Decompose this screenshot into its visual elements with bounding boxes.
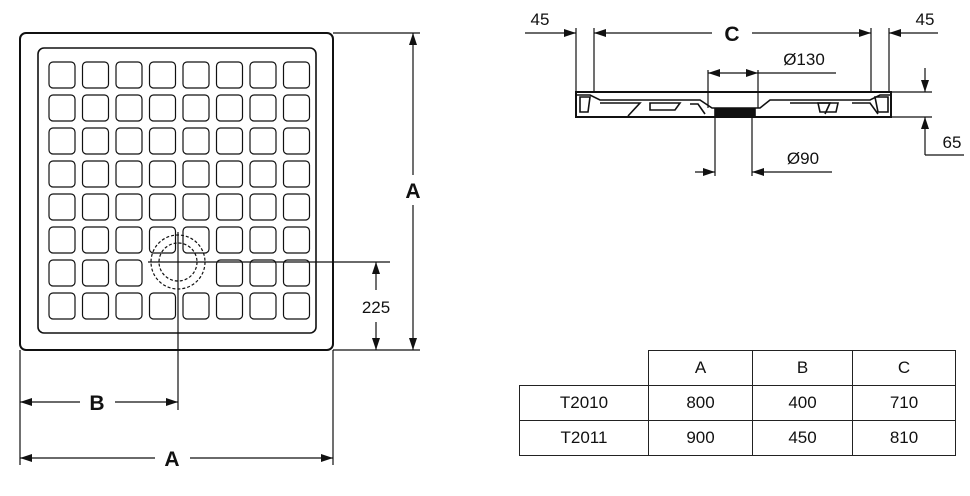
tile xyxy=(148,226,177,254)
label-a-right: A xyxy=(405,180,420,203)
tile xyxy=(215,226,244,254)
tile xyxy=(215,61,244,89)
tile xyxy=(249,292,277,320)
dimensions-table: A B C T2010 800 400 710 T2011 900 450 81… xyxy=(519,350,956,456)
table-cell: 400 xyxy=(752,385,853,421)
tile xyxy=(48,94,76,122)
tile xyxy=(115,127,143,155)
label-c: C xyxy=(724,23,739,46)
tile xyxy=(215,127,244,155)
tile xyxy=(115,61,143,89)
label-d130: Ø130 xyxy=(783,50,825,69)
tile xyxy=(48,193,76,221)
tile xyxy=(182,292,210,320)
table-cell: 800 xyxy=(648,385,753,421)
tile xyxy=(182,94,210,122)
table-header-cell: A xyxy=(648,350,753,386)
tile xyxy=(182,61,210,89)
tile xyxy=(282,94,311,122)
table-cell: T2011 xyxy=(519,420,649,456)
tile xyxy=(215,160,244,188)
tile xyxy=(282,61,311,89)
table-cell: 810 xyxy=(852,420,956,456)
tile xyxy=(249,226,277,254)
tile xyxy=(81,259,110,287)
tile xyxy=(115,259,143,287)
tile xyxy=(282,226,311,254)
tile xyxy=(81,226,110,254)
tile xyxy=(249,193,277,221)
tile xyxy=(148,94,177,122)
table-header-cell xyxy=(519,350,649,386)
table-cell: 900 xyxy=(648,420,753,456)
label-a-bottom: A xyxy=(164,448,179,471)
tile xyxy=(249,94,277,122)
tile xyxy=(282,193,311,221)
table-cell: T2010 xyxy=(519,385,649,421)
tile xyxy=(148,127,177,155)
tile xyxy=(48,259,76,287)
tile xyxy=(282,160,311,188)
tile xyxy=(48,127,76,155)
tile xyxy=(115,226,143,254)
tile xyxy=(48,292,76,320)
tile xyxy=(215,193,244,221)
tile xyxy=(115,193,143,221)
tile xyxy=(249,259,277,287)
tile xyxy=(182,127,210,155)
table-row: T2010 800 400 710 xyxy=(519,385,956,421)
tray-inner-basin xyxy=(37,47,317,334)
tile xyxy=(81,193,110,221)
tile xyxy=(115,94,143,122)
label-65: 65 xyxy=(943,133,962,152)
label-d90: Ø90 xyxy=(787,149,819,168)
tile xyxy=(81,94,110,122)
table-row: T2011 900 450 810 xyxy=(519,420,956,456)
table-cell: 710 xyxy=(852,385,956,421)
label-45-right: 45 xyxy=(916,10,935,29)
tile xyxy=(182,160,210,188)
table-header-row: A B C xyxy=(519,350,956,386)
tile xyxy=(182,226,210,254)
tile xyxy=(48,226,76,254)
tile xyxy=(81,127,110,155)
label-225: 225 xyxy=(362,298,390,317)
label-b: B xyxy=(89,392,104,415)
tile xyxy=(215,259,244,287)
tile xyxy=(81,160,110,188)
tray-outline xyxy=(19,32,334,351)
tile xyxy=(182,193,210,221)
tile xyxy=(215,94,244,122)
tray-side-profile xyxy=(575,91,892,118)
tile-grid xyxy=(48,61,311,320)
tile xyxy=(249,160,277,188)
tile xyxy=(48,61,76,89)
tile xyxy=(249,127,277,155)
tile xyxy=(148,160,177,188)
tile xyxy=(282,127,311,155)
tile xyxy=(215,292,244,320)
tile xyxy=(282,292,311,320)
table-header-cell: C xyxy=(852,350,956,386)
tile xyxy=(48,160,76,188)
table-cell: 450 xyxy=(752,420,853,456)
tile xyxy=(148,61,177,89)
label-45-left: 45 xyxy=(531,10,550,29)
tile xyxy=(115,292,143,320)
tile xyxy=(148,193,177,221)
tile xyxy=(282,259,311,287)
tile xyxy=(81,61,110,89)
tile xyxy=(115,160,143,188)
tile xyxy=(81,292,110,320)
tile xyxy=(249,61,277,89)
tile xyxy=(148,292,177,320)
table-header-cell: B xyxy=(752,350,853,386)
